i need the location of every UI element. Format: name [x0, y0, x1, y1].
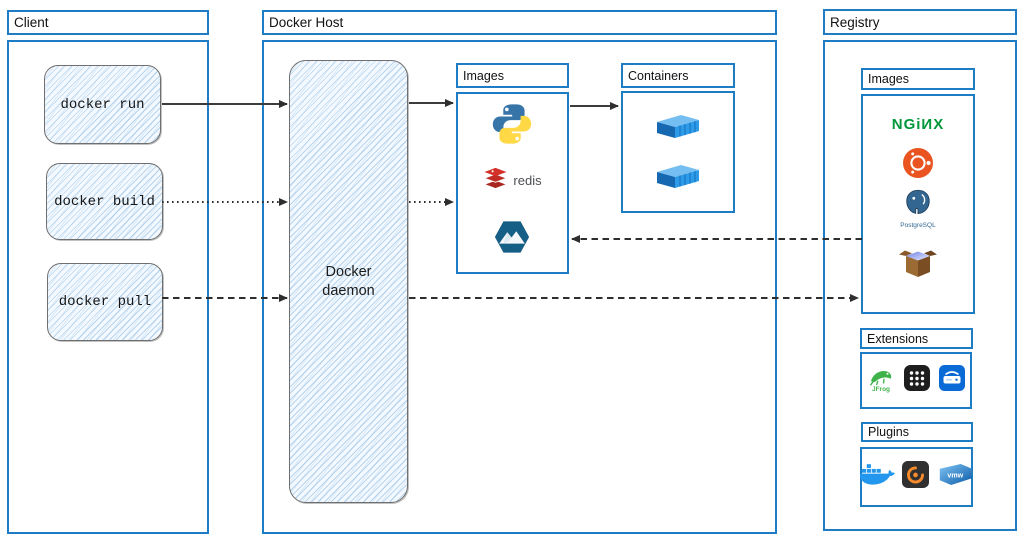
- host-images-box: [456, 92, 569, 274]
- host-images-title-box: Images: [456, 63, 569, 88]
- registry-title: Registry: [830, 14, 880, 30]
- python-icon: [489, 101, 535, 147]
- nginx-icon: NGiИX: [861, 114, 975, 134]
- container-icon: [655, 112, 701, 140]
- docker-host-title: Docker Host: [269, 15, 344, 30]
- extensions-icon-row: JFrog: [860, 352, 972, 409]
- plugins-icon-row: vmw: [859, 447, 974, 507]
- client-title-box: Client: [7, 10, 209, 35]
- postgresql-label: PostgreSQL: [900, 222, 936, 229]
- registry-extensions-title: Extensions: [867, 331, 929, 346]
- docker-pull-box: docker pull: [47, 263, 163, 341]
- ubuntu-icon: [903, 148, 933, 178]
- jfrog-label: JFrog: [871, 386, 891, 394]
- jfrog-icon: JFrog: [868, 367, 895, 394]
- vmware-label: vmw: [947, 471, 963, 479]
- docker-host-title-box: Docker Host: [262, 10, 777, 35]
- containers-box: [621, 91, 735, 213]
- app-grid-icon: [903, 365, 930, 396]
- docker-daemon-box: Docker daemon: [289, 60, 408, 503]
- client-title: Client: [14, 15, 49, 30]
- registry-extensions-title-box: Extensions: [860, 328, 973, 349]
- registry-images-title: Images: [868, 72, 909, 86]
- alpine-icon: [493, 218, 531, 256]
- redis-image-item: redis: [456, 167, 569, 194]
- docker-pull-label: docker pull: [58, 294, 152, 310]
- package-box-icon: [897, 246, 939, 278]
- docker-whale-icon: [859, 462, 895, 493]
- registry-plugins-title-box: Plugins: [861, 422, 973, 442]
- docker-build-box: docker build: [46, 163, 163, 240]
- host-images-title: Images: [463, 68, 504, 83]
- docker-run-label: docker run: [60, 96, 145, 113]
- redis-label: redis: [513, 172, 542, 188]
- vmware-icon: vmw: [936, 462, 974, 492]
- registry-images-title-box: Images: [861, 68, 975, 90]
- disk-usage-icon: [938, 365, 965, 396]
- registry-title-box: Registry: [823, 9, 1017, 35]
- docker-daemon-label: Docker daemon: [322, 263, 375, 299]
- grafana-icon: [902, 461, 929, 493]
- docker-build-label: docker build: [54, 193, 155, 210]
- containers-title: Containers: [628, 68, 689, 83]
- container-icon: [655, 162, 701, 190]
- postgresql-icon: [903, 189, 933, 221]
- registry-plugins-title: Plugins: [868, 425, 909, 439]
- redis-icon: [483, 167, 509, 194]
- containers-title-box: Containers: [621, 63, 735, 88]
- docker-run-box: docker run: [44, 65, 161, 144]
- nginx-wordmark: NGiИX: [891, 115, 945, 133]
- postgresql-item: PostgreSQL: [861, 189, 975, 229]
